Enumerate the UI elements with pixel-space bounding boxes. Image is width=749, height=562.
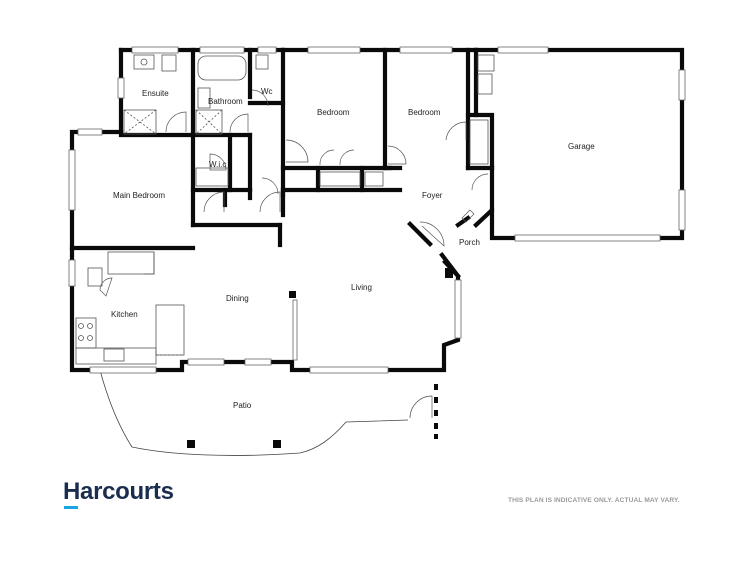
label-patio: Patio (233, 401, 252, 410)
label-wc: Wc (261, 87, 273, 96)
windows (68, 46, 686, 374)
exterior-walls (69, 47, 685, 373)
foyer-fixtures (419, 209, 475, 247)
patio-edge-posts (434, 384, 438, 439)
patio-door (409, 395, 433, 419)
patio-outline (99, 369, 409, 456)
label-dining: Dining (226, 294, 249, 303)
post (187, 440, 195, 448)
bedroom-fixtures (261, 119, 489, 195)
label-main-bedroom: Main Bedroom (113, 191, 165, 200)
post (289, 291, 296, 298)
post (273, 440, 281, 448)
label-bedroom-1: Bedroom (317, 108, 350, 117)
label-ensuite: Ensuite (142, 89, 169, 98)
label-kitchen: Kitchen (111, 310, 138, 319)
label-bedroom-2: Bedroom (408, 108, 441, 117)
interior-walls (69, 47, 495, 251)
wic-fixtures (195, 153, 229, 187)
label-wic: W.i.c (209, 160, 226, 169)
kitchen-fixtures (75, 251, 185, 365)
label-porch: Porch (459, 238, 480, 247)
label-foyer: Foyer (422, 191, 443, 200)
label-living: Living (351, 283, 372, 292)
room-labels: Ensuite Bathroom Wc Bedroom Bedroom Gara… (111, 87, 595, 410)
disclaimer-text: THIS PLAN IS INDICATIVE ONLY. ACTUAL MAY… (508, 497, 680, 504)
label-garage: Garage (568, 142, 595, 151)
bathroom-fixtures (195, 54, 269, 135)
ensuite-fixtures (123, 54, 187, 135)
label-bathroom: Bathroom (208, 97, 243, 106)
main-bedroom-fixtures (203, 191, 281, 213)
brand-logo: Harcourts (63, 478, 174, 505)
post (445, 268, 453, 278)
brand-accent-bar (64, 506, 78, 509)
garage-fixtures (477, 54, 495, 95)
